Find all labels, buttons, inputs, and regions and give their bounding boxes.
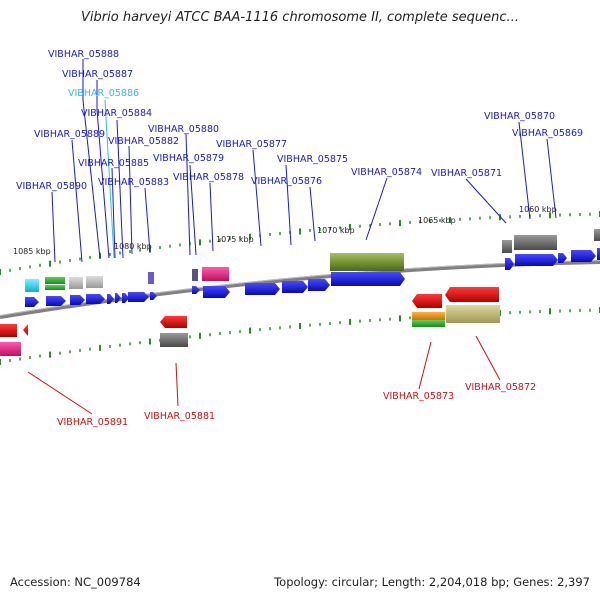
gene-label[interactable]: VIBHAR_05869 <box>512 128 583 139</box>
gene-arrow-forward[interactable] <box>122 293 129 303</box>
gene-label[interactable]: VIBHAR_05871 <box>431 168 502 179</box>
gene-arrow-forward[interactable] <box>86 294 105 304</box>
feature-block-magenta[interactable] <box>202 267 229 281</box>
feature-block-grey[interactable] <box>502 240 512 253</box>
gene-label[interactable]: VIBHAR_05891 <box>57 417 128 428</box>
gene-label[interactable]: VIBHAR_05877 <box>216 139 287 150</box>
label-leader-lines-bottom <box>27 335 501 415</box>
gene-arrow-forward[interactable] <box>150 292 157 300</box>
feature-block-green[interactable] <box>45 277 65 284</box>
feature-block-grey[interactable] <box>514 235 557 250</box>
gene-label[interactable]: VIBHAR_05887 <box>62 69 133 80</box>
reverse-strand-genes <box>0 287 500 356</box>
gene-label[interactable]: VIBHAR_05878 <box>173 172 244 183</box>
gene-label[interactable]: VIBHAR_05885 <box>78 158 149 169</box>
accession-text: Accession: NC_009784 <box>10 575 141 589</box>
feature-block-grey[interactable] <box>192 269 198 281</box>
gene-arrow-forward[interactable] <box>308 279 330 291</box>
feature-block-khaki[interactable] <box>446 305 500 323</box>
gene-arrow-forward[interactable] <box>282 281 308 293</box>
gene-arrow-reverse[interactable] <box>0 324 17 337</box>
feature-block-magenta[interactable] <box>0 342 21 356</box>
label-leader-lines-top <box>51 59 557 263</box>
feature-block-lightgrey[interactable] <box>69 277 83 289</box>
gene-label[interactable]: VIBHAR_05876 <box>251 176 322 187</box>
forward-strand-features <box>25 229 600 292</box>
kbp-label-1070: 1070 kbp <box>317 226 355 235</box>
gene-arrow-forward[interactable] <box>70 295 85 305</box>
kbp-label-1075: 1075 kbp <box>216 235 254 244</box>
gene-label-highlighted[interactable]: VIBHAR_05886 <box>68 88 139 99</box>
gene-label[interactable]: VIBHAR_05872 <box>465 382 536 393</box>
kbp-label-1080: 1080 kbp <box>114 242 152 251</box>
gene-label[interactable]: VIBHAR_05870 <box>484 111 555 122</box>
gene-arrow-forward[interactable] <box>107 294 114 304</box>
gene-label[interactable]: VIBHAR_05873 <box>383 391 454 402</box>
gene-label[interactable]: VIBHAR_05874 <box>351 167 422 178</box>
gene-label[interactable]: VIBHAR_05875 <box>277 154 348 165</box>
gene-arrow-forward[interactable] <box>505 258 514 270</box>
gene-label[interactable]: VIBHAR_05879 <box>153 153 224 164</box>
gene-label[interactable]: VIBHAR_05889 <box>34 129 105 140</box>
gene-label[interactable]: VIBHAR_05890 <box>16 181 87 192</box>
gene-arrow-forward[interactable] <box>245 283 280 295</box>
gene-arrow-forward[interactable] <box>331 272 405 286</box>
gene-arrow-forward[interactable] <box>515 254 558 266</box>
kbp-label-1065: 1065 kbp <box>418 216 456 225</box>
gene-label[interactable]: VIBHAR_05884 <box>81 108 152 119</box>
forward-strand-genes <box>25 248 600 307</box>
feature-block-lightgrey[interactable] <box>86 276 103 288</box>
gene-arrow-reverse[interactable] <box>445 287 499 302</box>
gene-arrow-forward[interactable] <box>597 248 600 260</box>
feature-block-green[interactable] <box>45 285 65 290</box>
gene-arrow-forward[interactable] <box>192 286 200 294</box>
gene-labels-bottom: VIBHAR_05891 VIBHAR_05881 VIBHAR_05873 V… <box>57 382 536 428</box>
label-leader-line-highlight <box>104 99 115 259</box>
map-title: Vibrio harveyi ATCC BAA-1116 chromosome … <box>81 10 519 25</box>
gene-label[interactable]: VIBHAR_05881 <box>144 411 215 422</box>
kbp-label-1085: 1085 kbp <box>13 247 51 256</box>
gene-arrow-reverse[interactable] <box>412 294 442 308</box>
gene-arrow-reverse[interactable] <box>23 324 28 336</box>
gene-label[interactable]: VIBHAR_05888 <box>48 49 119 60</box>
kbp-label-1060: 1060 kbp <box>519 205 557 214</box>
feature-block-grey[interactable] <box>160 333 188 347</box>
gene-arrow-forward[interactable] <box>46 296 66 306</box>
gene-arrow-forward[interactable] <box>558 253 567 263</box>
gene-arrow-reverse[interactable] <box>160 316 187 328</box>
feature-block-green[interactable] <box>412 320 445 327</box>
gene-labels-top: VIBHAR_05888 VIBHAR_05887 VIBHAR_05886 V… <box>16 49 583 192</box>
gene-label[interactable]: VIBHAR_05880 <box>148 124 219 135</box>
feature-block-cyan[interactable] <box>25 279 39 292</box>
feature-block-grey[interactable] <box>594 229 600 241</box>
genome-summary-text: Topology: circular; Length: 2,204,018 bp… <box>274 575 590 589</box>
gene-arrow-forward[interactable] <box>203 286 230 298</box>
scale-ticks-bottom <box>0 307 600 365</box>
feature-block-orange[interactable] <box>412 312 445 320</box>
gene-label[interactable]: VIBHAR_05882 <box>108 136 179 147</box>
feature-block-olive[interactable] <box>330 253 404 271</box>
gene-arrow-forward[interactable] <box>115 293 121 303</box>
feature-block-purple[interactable] <box>148 272 154 284</box>
gene-arrow-forward[interactable] <box>571 250 596 262</box>
gene-arrow-forward[interactable] <box>25 297 39 307</box>
gene-label[interactable]: VIBHAR_05883 <box>98 177 169 188</box>
gene-arrow-forward[interactable] <box>128 292 149 302</box>
